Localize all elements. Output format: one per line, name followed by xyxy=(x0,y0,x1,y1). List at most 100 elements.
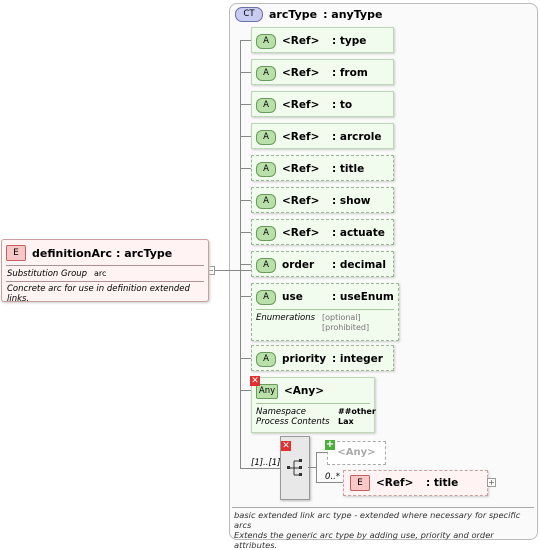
branch-line xyxy=(240,358,251,359)
subst-group-value: arc xyxy=(94,269,107,278)
attribute-name: <Ref> xyxy=(282,227,320,239)
attribute-arcrole[interactable]: A <Ref> : arcrole xyxy=(251,123,394,149)
complex-type-badge: CT xyxy=(235,6,263,22)
element-doc: Concrete arc for use in definition exten… xyxy=(7,284,190,304)
sequence-icon xyxy=(287,459,302,476)
attribute-type-label: : from xyxy=(332,67,368,79)
attribute-name: <Ref> xyxy=(282,131,320,143)
attribute-badge: A xyxy=(256,351,276,367)
element-type: : arcType xyxy=(115,246,173,260)
element-badge: E xyxy=(350,475,370,491)
complex-type-header: CT arcType : anyType xyxy=(235,6,382,22)
any-element[interactable]: <Any> xyxy=(327,441,386,465)
attribute-name: <Ref> xyxy=(282,67,320,79)
namespace-label: Namespace xyxy=(256,407,307,417)
sequence-branch-line xyxy=(316,452,327,453)
sequence-occurs: [1]..[1] xyxy=(251,458,281,468)
separator xyxy=(6,281,204,282)
attribute-from[interactable]: A <Ref> : from xyxy=(251,59,394,85)
complex-type-doc: basic extended link arc type - extended … xyxy=(234,510,534,550)
attribute-title[interactable]: A <Ref> : title xyxy=(251,155,394,181)
branch-line xyxy=(240,264,251,265)
process-contents-label: Process Contents xyxy=(256,417,330,427)
attribute-actuate[interactable]: A <Ref> : actuate xyxy=(251,219,394,245)
attribute-type-label: : decimal xyxy=(332,259,386,271)
complex-type-name: arcType xyxy=(269,7,318,21)
branch-line xyxy=(240,296,251,297)
separator xyxy=(256,403,370,404)
sequence-branch-line xyxy=(308,467,316,468)
enum-value-prohibited: [prohibited] xyxy=(322,323,370,332)
branch-line xyxy=(240,40,251,41)
connector-line xyxy=(207,270,251,271)
any-attribute-badge: Any xyxy=(256,383,278,399)
attribute-badge: A xyxy=(256,97,276,113)
branch-line xyxy=(240,168,251,169)
attribute-to[interactable]: A <Ref> : to xyxy=(251,91,394,117)
branch-line xyxy=(240,72,251,73)
definitionarc-element[interactable]: E definitionArc : arcType Substitution G… xyxy=(1,239,209,304)
attribute-type-label: : useEnum xyxy=(332,291,394,303)
attribute-name: <Ref> xyxy=(282,195,320,207)
doc-line-2: Extends the generic arc type by adding u… xyxy=(234,530,494,550)
attribute-badge: A xyxy=(256,225,276,241)
ref-occurs: 0..* xyxy=(325,472,341,482)
process-contents-value: Lax xyxy=(338,417,354,426)
attribute-type-label: : arcrole xyxy=(332,131,382,143)
attribute-badge: A xyxy=(256,33,276,49)
branch-line xyxy=(240,468,280,469)
attribute-badge: A xyxy=(256,193,276,209)
branch-line xyxy=(240,104,251,105)
separator xyxy=(6,265,204,266)
attribute-show[interactable]: A <Ref> : show xyxy=(251,187,394,213)
sequence-branch-line xyxy=(316,452,317,482)
subst-group-label: Substitution Group xyxy=(7,269,88,279)
prohibited-icon: ✕ xyxy=(281,441,291,451)
attribute-badge: A xyxy=(256,289,276,305)
attribute-type-label: : title xyxy=(332,163,365,175)
enum-value-optional: [optional] xyxy=(322,313,361,322)
branch-line xyxy=(240,232,251,233)
attribute-type-label: : integer xyxy=(332,353,383,365)
title-ref-element[interactable]: E <Ref> : title xyxy=(343,470,488,496)
attribute-type-label: : to xyxy=(332,99,353,111)
attribute-type-label: : type xyxy=(332,35,367,47)
attribute-name: priority xyxy=(282,353,327,365)
sequence-branch-line xyxy=(316,482,343,483)
ref-element-type: : title xyxy=(426,477,459,489)
any-attribute[interactable]: Any <Any> ✕ Namespace ##other Process Co… xyxy=(250,376,376,433)
doc-line-1: basic extended link arc type - extended … xyxy=(234,510,521,530)
element-name: definitionArc xyxy=(32,246,112,260)
sequence-compositor[interactable]: ✕ xyxy=(280,436,310,500)
branch-line xyxy=(240,136,251,137)
add-icon: + xyxy=(325,439,335,450)
complex-type-base: : anyType xyxy=(323,7,383,21)
attribute-type-label: : show xyxy=(332,195,371,207)
attributes-trunk-line xyxy=(240,40,241,468)
enumerations-label: Enumerations xyxy=(256,313,316,323)
attribute-type[interactable]: A <Ref> : type xyxy=(251,27,394,53)
attribute-name: order xyxy=(282,259,315,271)
attribute-name: use xyxy=(282,291,303,303)
attribute-type-label: : actuate xyxy=(332,227,385,239)
prohibited-icon: ✕ xyxy=(250,376,260,386)
attribute-badge: A xyxy=(256,65,276,81)
attribute-name: <Ref> xyxy=(282,35,320,47)
namespace-value: ##other xyxy=(338,407,376,416)
attribute-name: <Ref> xyxy=(282,163,320,175)
separator xyxy=(256,309,394,310)
attribute-name: <Ref> xyxy=(282,99,320,111)
separator xyxy=(232,507,534,508)
attribute-badge: A xyxy=(256,161,276,177)
attribute-badge: A xyxy=(256,257,276,273)
branch-line xyxy=(240,390,251,391)
attribute-badge: A xyxy=(256,129,276,145)
element-badge: E xyxy=(6,245,26,261)
branch-line xyxy=(240,200,251,201)
ref-element-name: <Ref> xyxy=(376,477,414,489)
expand-toggle[interactable]: + xyxy=(487,478,496,487)
any-attribute-name: <Any> xyxy=(284,385,325,397)
